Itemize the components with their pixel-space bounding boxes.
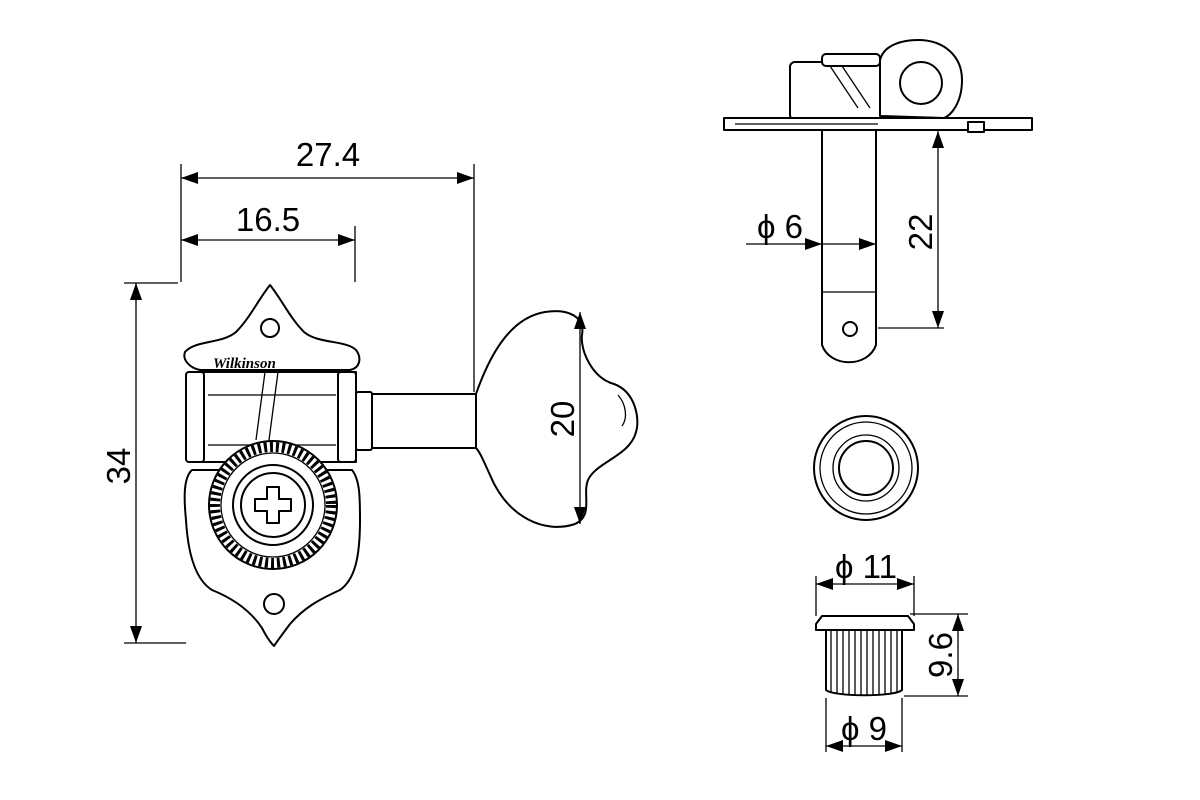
housing-right-post (337, 371, 357, 463)
dim-height: 34 (100, 282, 186, 644)
tuner-front-view: Wilkinson (183, 284, 639, 647)
top-screw-hole (260, 318, 280, 338)
tuner-shaft (371, 393, 477, 449)
dim-overall-width: 27.4 (180, 136, 475, 392)
side-screw-head (821, 53, 881, 67)
string-post-hole (842, 321, 858, 337)
bushing-top-view (813, 415, 919, 521)
svg-text:ϕ 9: ϕ 9 (841, 710, 887, 747)
bushing-flange (815, 615, 915, 631)
dim-post-length: 22 (878, 131, 944, 329)
housing-left-post (185, 371, 205, 463)
svg-text:16.5: 16.5 (236, 201, 300, 238)
string-post (821, 129, 877, 364)
bushing-side-view (815, 615, 915, 697)
svg-text:27.4: 27.4 (296, 136, 360, 173)
svg-text:22: 22 (902, 214, 939, 251)
brand-logo: Wilkinson (213, 356, 276, 372)
svg-text:Wilkinson: Wilkinson (213, 356, 276, 372)
dim-bushing-inner-diameter: ϕ 9 (825, 698, 903, 752)
bottom-screw-hole (263, 593, 285, 615)
bushing-knurled-body (825, 629, 903, 697)
dim-post-diameter: ϕ 6 (746, 208, 876, 250)
svg-text:ϕ 11: ϕ 11 (835, 548, 897, 585)
svg-text:34: 34 (100, 448, 137, 485)
dim-button-width: 20 (544, 312, 586, 524)
side-ring-hole (899, 61, 943, 105)
tuner-button (475, 310, 639, 528)
dim-bushing-height: 9.6 (904, 613, 968, 697)
svg-text:9.6: 9.6 (922, 632, 959, 678)
side-gear-housing (789, 61, 883, 121)
tuner-side-view (723, 39, 1033, 364)
dim-bushing-outer-diameter: ϕ 11 (815, 548, 915, 616)
shaft-collar (355, 391, 373, 451)
svg-text:20: 20 (544, 401, 581, 438)
svg-text:ϕ 6: ϕ 6 (757, 208, 803, 245)
phillips-screw-icon (254, 486, 292, 524)
dim-post-offset: 16.5 (181, 201, 356, 282)
